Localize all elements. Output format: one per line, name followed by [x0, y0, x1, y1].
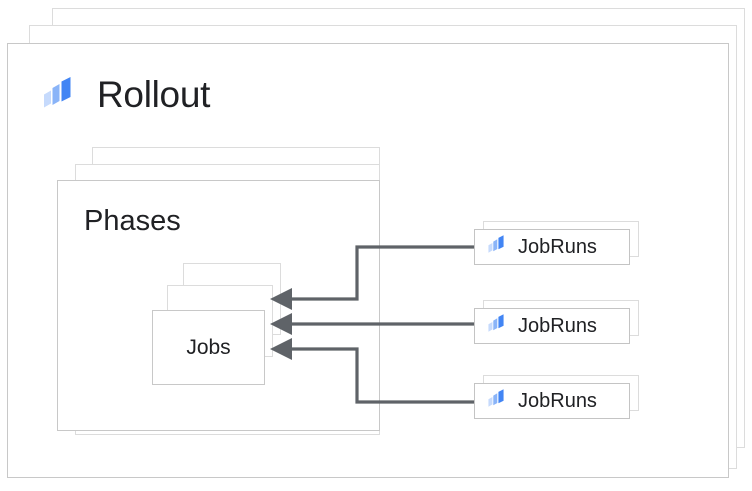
jobs-title: Jobs: [186, 335, 231, 359]
jobruns-card[interactable]: JobRuns: [474, 229, 630, 265]
jobruns-card[interactable]: JobRuns: [474, 383, 630, 419]
rollout-icon: [485, 233, 509, 262]
rollout-icon: [38, 73, 80, 115]
rollout-icon: [485, 312, 509, 341]
phases-title: Phases: [84, 205, 181, 237]
rollout-icon: [485, 387, 509, 416]
jobruns-label: JobRuns: [518, 390, 597, 412]
jobruns-label: JobRuns: [518, 236, 597, 258]
jobs-card-layer-front: [152, 310, 265, 385]
jobruns-card[interactable]: JobRuns: [474, 308, 630, 344]
rollout-title: Rollout: [97, 73, 211, 115]
jobruns-label: JobRuns: [518, 315, 597, 337]
rollout-header: Rollout: [38, 66, 210, 122]
